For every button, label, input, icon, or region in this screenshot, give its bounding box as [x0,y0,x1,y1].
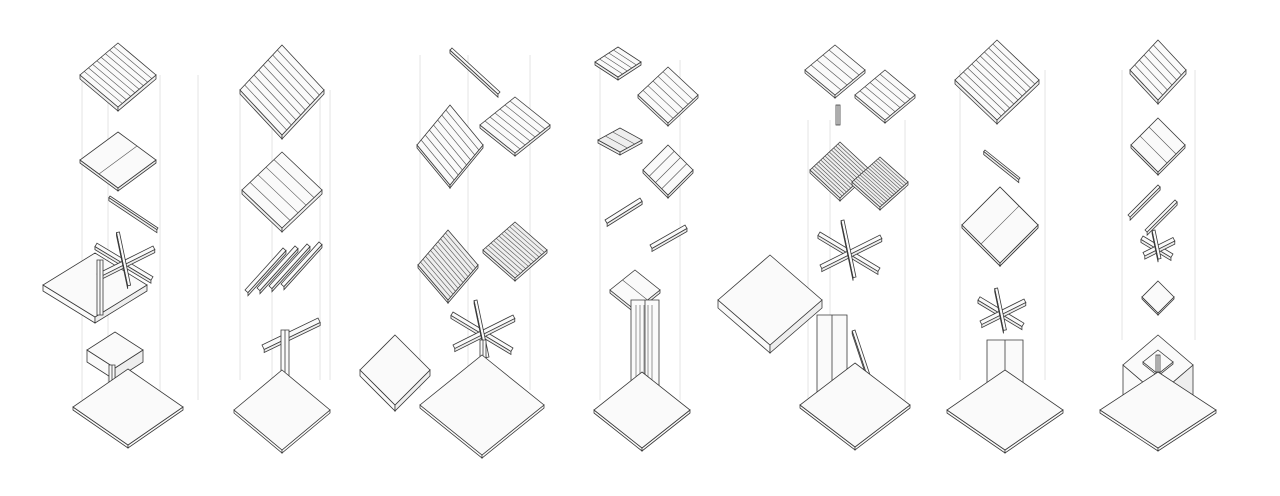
assembly-4-base-plate [593,371,691,452]
assembly-2-post-bracket-arm [261,317,321,354]
assembly-2-slatted-roof [239,44,325,141]
assembly-4-rafter-b [649,224,688,253]
assembly-6-grid-panel-cross [961,186,1039,267]
assembly-1-post [96,259,104,316]
assembly-4-roof-panel-a [594,46,642,81]
assembly-1-seat [86,331,144,381]
assembly-2-rafter-1 [244,247,287,297]
assembly-7-base-plate [1099,371,1217,452]
assembly-7-slatted-roof [1129,39,1187,106]
assembly-2-batten-panel [241,151,323,233]
assembly-7-batten-panel [1130,117,1186,176]
assembly-3-gable-deck-right [482,221,548,282]
assembly-4-sub-panel-b [642,144,694,199]
assembly-5-cross-bracket-c [840,219,857,281]
assembly-2-rafter-3 [268,243,311,293]
assembly-7-post-bracket-c [1151,229,1162,263]
assembly-1-base-plate [72,368,184,449]
assembly-6-base-plate [946,369,1064,454]
assembly-6-slatted-roof [954,39,1040,125]
assembly-1-panel [79,131,157,192]
assembly-3-ridge-cap [449,47,501,99]
assembly-4-roof-panel-b [637,66,699,127]
assembly-6-rafters-c [994,287,1007,334]
assembly-3-gable-roof-right [479,96,551,157]
assembly-2-rafter-4 [280,241,323,291]
assembly-7-pedestal-post [1155,354,1161,373]
assembly-3-bench [359,334,431,412]
assembly-4-sub-panel-a [597,127,643,156]
assembly-3-gable-deck-left [417,229,479,305]
assembly-5-bench [717,254,823,354]
assembly-6-t-beam [983,149,1021,184]
assembly-2-base-plate [233,369,331,454]
assembly-3-base-plate [419,354,545,459]
assembly-4-rafter-a [604,197,643,228]
assembly-5-folded-roof-left [804,44,866,99]
assembly-5-hanger [835,104,841,126]
assembly-7-rafter-a [1127,184,1161,222]
assembly-1-ridge-beam [108,195,159,234]
assembly-5-folded-deck-right [851,156,909,211]
assembly-5-folded-roof-right [854,69,916,124]
assembly-5-base-plate [799,362,911,451]
assembly-7-rafter-b [1144,199,1178,237]
assembly-7-cap-plate [1141,280,1175,316]
assembly-3-gable-roof-left [416,104,484,190]
assembly-1-slatted-roof [79,42,157,112]
assembly-1-cross-bracket-c [115,231,132,289]
assembly-2-rafter-2 [256,245,299,295]
